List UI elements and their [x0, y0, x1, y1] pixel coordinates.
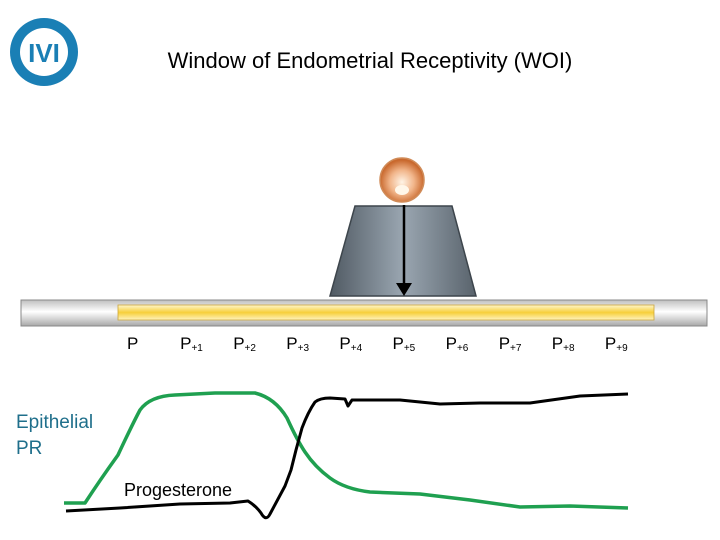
epithelial-label-line2: PR [16, 438, 43, 459]
epithelial-pr-label: Epithelial PR [16, 410, 93, 462]
ivi-logo: IVI [10, 18, 78, 86]
epithelial-pr-curve [64, 391, 629, 510]
day-label: P+2 [233, 334, 256, 354]
day-label: P+1 [180, 334, 203, 354]
embryo-core [395, 185, 409, 195]
embryo-icon [379, 157, 425, 203]
day-label: P+8 [551, 334, 575, 354]
progesterone-curve [65, 392, 629, 520]
day-label: P+7 [498, 334, 522, 354]
day-label: P [127, 334, 139, 353]
day-label: P+4 [339, 334, 363, 354]
page-title: Window of Endometrial Receptivity (WOI) [167, 48, 573, 73]
receptivity-window [117, 304, 655, 321]
day-label: P+3 [286, 334, 310, 354]
day-label: P+9 [604, 334, 628, 354]
implantation-arrow-head [396, 283, 412, 296]
day-label: P+5 [392, 334, 416, 354]
day-label: P+6 [445, 334, 469, 354]
progesterone-label: Progesterone [124, 480, 233, 500]
ivi-logo-text: IVI [28, 38, 60, 68]
epithelial-label-line1: Epithelial [16, 412, 94, 433]
